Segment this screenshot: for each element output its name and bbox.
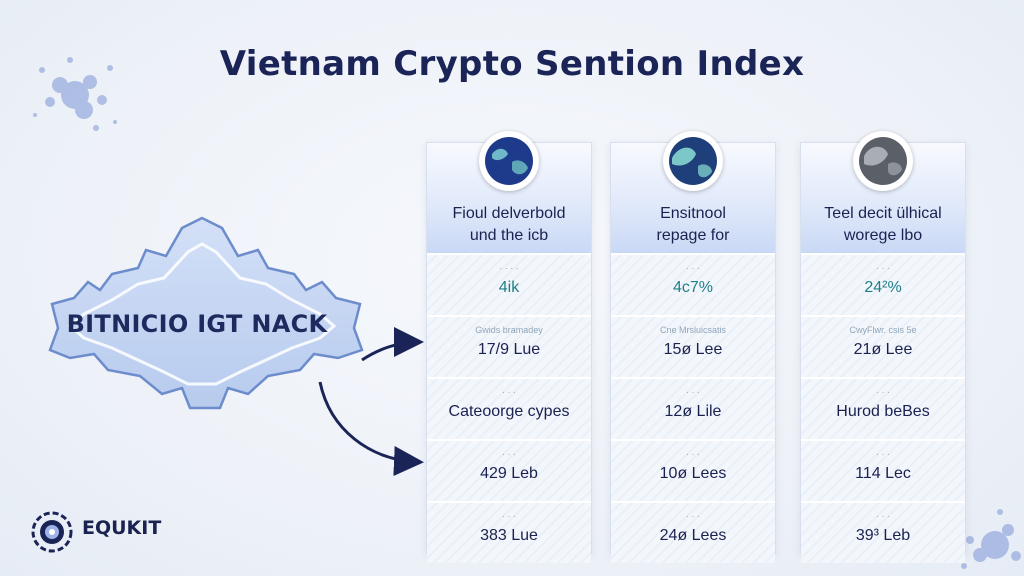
cell-label: · · · <box>876 387 890 397</box>
cell-label: · · · <box>686 387 700 397</box>
column-1-title-line1: Fioul delverbold <box>452 205 566 222</box>
column-3-row-2: CwyFlwr. csis 5e 21ø Lee <box>801 315 965 377</box>
column-2: Ensitnool repage for · · · 4c7% Cne Mrslu… <box>610 131 776 563</box>
column-2-title-line1: Ensitnool <box>660 205 726 222</box>
cell-label: · · · <box>686 449 700 459</box>
brand-name: EQUKIT <box>82 517 162 539</box>
cell-label: · · · <box>502 387 516 397</box>
column-1-row-3: · · · Cateoorge cypes <box>427 377 591 439</box>
column-1-row-1: · · · · 4ik <box>427 253 591 315</box>
cell-value: Hurod beBes <box>836 403 930 420</box>
badge-shape <box>48 216 364 410</box>
brand-logo-icon <box>31 511 73 553</box>
column-3-header: Teel decit ülhical worege lbo <box>801 131 965 253</box>
column-1-row-5: · · · 383 Lue <box>427 501 591 563</box>
cell-value: 39³ Leb <box>855 527 911 544</box>
cell-value: 4ik <box>498 279 520 296</box>
paint-splash-top-left <box>33 57 117 131</box>
cell-label: · · · <box>502 449 516 459</box>
cell-value: 15ø Lee <box>663 341 723 358</box>
column-2-header: Ensitnool repage for <box>611 131 775 253</box>
cell-label: · · · <box>686 511 700 521</box>
globe-icon <box>853 131 913 191</box>
cell-label: · · · · <box>499 263 519 273</box>
globe-icon <box>663 131 723 191</box>
column-3-row-3: · · · Hurod beBes <box>801 377 965 439</box>
cell-value: 10ø Lees <box>659 465 727 482</box>
column-1-title-line2: und the icb <box>469 227 549 244</box>
column-2-row-5: · · · 24ø Lees <box>611 501 775 563</box>
arrow-upper <box>361 327 424 362</box>
column-1-title: Fioul delverbold und the icb <box>431 203 587 247</box>
page-title: Vietnam Crypto Sention Index <box>219 44 805 84</box>
cell-label: · · · <box>876 511 890 521</box>
cell-label: · · · <box>686 263 700 273</box>
globe-icon <box>479 131 539 191</box>
cell-value: 429 Leb <box>480 465 538 482</box>
cell-value: 24²% <box>864 279 902 296</box>
cell-label: CwyFlwr. csis 5e <box>849 325 917 335</box>
paint-splash-bottom-right <box>961 509 1021 569</box>
cell-value: Cateoorge cypes <box>448 403 570 420</box>
bitcoin-badge: BITNICIO IGT NACK <box>42 208 372 413</box>
column-1-header: Fioul delverbold und the icb <box>427 131 591 253</box>
column-1: Fioul delverbold und the icb · · · ·4ik … <box>426 131 592 563</box>
column-3-row-4: · · · 114 Lec <box>801 439 965 501</box>
cell-value: 383 Lue <box>480 527 538 544</box>
column-3-title-line2: worege lbo <box>843 227 923 244</box>
column-2-row-1: · · · 4c7% <box>611 253 775 315</box>
cell-value: 12ø Lile <box>664 403 722 420</box>
badge-label: BITNICIO IGT NACK <box>66 310 328 338</box>
cell-value: 4c7% <box>672 279 714 296</box>
column-3: Teel decit ülhical worege lbo · · ·24²% … <box>800 131 966 563</box>
cell-value: 17/9 Lue <box>477 341 541 358</box>
cell-label: Gwids bramadey <box>475 325 543 335</box>
column-3-row-5: · · · 39³ Leb <box>801 501 965 563</box>
cell-label: Cne Mrsluicsatis <box>659 325 726 335</box>
cell-value: 24ø Lees <box>659 527 727 544</box>
column-1-row-2: Gwids bramadey 17/9 Lue <box>427 315 591 377</box>
column-2-title: Ensitnool repage for <box>615 203 771 247</box>
arrow-lower <box>318 381 424 476</box>
column-2-row-4: · · · 10ø Lees <box>611 439 775 501</box>
connector-arrows <box>318 327 424 476</box>
cell-value: 21ø Lee <box>853 341 913 358</box>
column-2-row-2: Cne Mrsluicsatis 15ø Lee <box>611 315 775 377</box>
cell-label: · · · <box>876 263 890 273</box>
column-3-title-line1: Teel decit ülhical <box>824 205 942 222</box>
column-3-title: Teel decit ülhical worege lbo <box>805 203 961 247</box>
cell-label: · · · <box>876 449 890 459</box>
cell-label: · · · <box>502 511 516 521</box>
column-1-row-4: · · · 429 Leb <box>427 439 591 501</box>
column-2-row-3: · · · 12ø Lile <box>611 377 775 439</box>
column-2-title-line2: repage for <box>656 227 730 244</box>
column-3-row-1: · · · 24²% <box>801 253 965 315</box>
cell-value: 114 Lec <box>855 465 911 482</box>
